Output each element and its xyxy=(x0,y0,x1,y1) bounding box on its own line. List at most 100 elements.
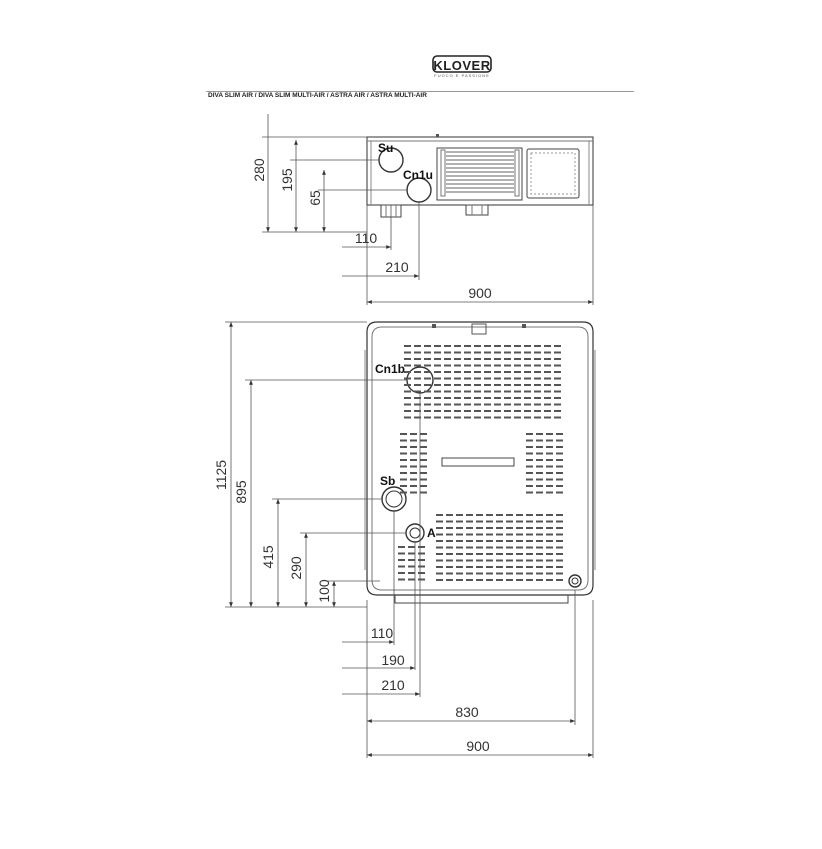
vent-slot xyxy=(496,579,503,581)
vent-slot xyxy=(398,559,405,561)
vent-slot xyxy=(446,540,453,542)
vent-slot xyxy=(400,485,407,487)
vent-slot xyxy=(544,390,551,393)
vent-slot xyxy=(554,345,561,347)
vent-slot xyxy=(476,527,483,529)
vent-slot xyxy=(446,546,453,549)
vent-slot xyxy=(534,351,541,354)
vent-slot xyxy=(444,403,451,406)
vent-slot xyxy=(524,364,531,367)
logo-tagline: FUOCO E PASSIONE xyxy=(434,73,490,78)
vent-slot xyxy=(556,446,563,448)
top-dimensions xyxy=(262,114,594,305)
vent-slot xyxy=(506,559,513,562)
vent-slot xyxy=(556,485,563,487)
vent-slot xyxy=(446,553,453,555)
vent-slot xyxy=(404,377,411,380)
vent-slot xyxy=(466,527,473,529)
vent-slot xyxy=(506,520,513,523)
dim-top-110: 110 xyxy=(355,230,378,246)
vent-slot xyxy=(484,410,491,412)
vent-slot xyxy=(536,566,543,568)
vent-slot xyxy=(434,390,441,393)
vent-slot xyxy=(544,416,551,419)
vent-slot xyxy=(556,520,563,523)
vent-slot xyxy=(506,553,513,555)
vent-slot xyxy=(494,390,501,393)
vent-slot xyxy=(410,478,417,481)
model-list: DIVA SLIM AIR / DIVA SLIM MULTI-AIR / AS… xyxy=(208,92,427,99)
vent-slot xyxy=(524,377,531,380)
vent-slot xyxy=(504,345,511,347)
vent-slot xyxy=(534,371,541,373)
vent-slot xyxy=(526,433,533,435)
vent-slot xyxy=(476,579,483,581)
vent-slot xyxy=(400,491,407,494)
vent-slot xyxy=(484,397,491,399)
dim-415: 415 xyxy=(260,545,276,569)
vent-slot xyxy=(410,459,417,461)
vent-slot xyxy=(534,410,541,412)
vent-slot xyxy=(410,491,417,494)
vent-slot xyxy=(526,452,533,455)
vent-slot xyxy=(486,546,493,549)
vent-slot xyxy=(414,397,421,399)
vent-slot xyxy=(398,546,405,548)
vent-slot xyxy=(410,446,417,448)
vent-slot xyxy=(446,520,453,523)
vent-slot xyxy=(456,566,463,568)
vent-slot xyxy=(504,410,511,412)
vent-slot xyxy=(400,465,407,468)
dim-top-900: 900 xyxy=(468,285,492,301)
vent-slot xyxy=(400,446,407,448)
vent-slot xyxy=(454,364,461,367)
vent-slot xyxy=(444,371,451,373)
vent-slot xyxy=(410,485,417,487)
vent-slot xyxy=(556,472,563,474)
vent-slot xyxy=(514,345,521,347)
vent-slot xyxy=(484,403,491,406)
vent-slot xyxy=(408,546,415,548)
vent-slot xyxy=(418,546,425,548)
vent-slot xyxy=(494,410,501,412)
vent-slot xyxy=(434,371,441,373)
vent-slot xyxy=(466,579,473,581)
top-body xyxy=(366,136,594,206)
vent-slot xyxy=(400,439,407,442)
dim-rear-210: 210 xyxy=(381,677,405,693)
vent-slot xyxy=(474,358,481,360)
vent-slot xyxy=(516,533,523,536)
vent-slot xyxy=(524,390,531,393)
vent-slot xyxy=(418,552,425,555)
vent-slot xyxy=(464,345,471,347)
vent-slot xyxy=(404,410,411,412)
klover-logo: KLOVER xyxy=(433,58,491,73)
vent-slot xyxy=(464,371,471,373)
vent-slot xyxy=(398,552,405,555)
vent-slot xyxy=(556,459,563,461)
vent-slot xyxy=(546,491,553,494)
vent-slot xyxy=(516,559,523,562)
vent-slot xyxy=(400,433,407,435)
vent-slot xyxy=(454,410,461,412)
vent-slot xyxy=(504,416,511,419)
vent-slot xyxy=(476,540,483,542)
vent-slot xyxy=(536,452,543,455)
vent-slot xyxy=(474,351,481,354)
vent-slot xyxy=(536,540,543,542)
vent-slot xyxy=(484,384,491,386)
vent-slot xyxy=(414,384,421,386)
vent-slot xyxy=(536,491,543,494)
vent-slot xyxy=(486,566,493,568)
vent-slot xyxy=(526,465,533,468)
vent-slot xyxy=(526,579,533,581)
vent-slot xyxy=(516,527,523,529)
vent-slot xyxy=(436,514,443,516)
vent-slot xyxy=(436,572,443,575)
vent-slot xyxy=(456,572,463,575)
vent-slot xyxy=(524,384,531,386)
vent-slot xyxy=(526,559,533,562)
vent-slot xyxy=(424,384,431,386)
vent-slot xyxy=(536,579,543,581)
vent-slot xyxy=(516,546,523,549)
